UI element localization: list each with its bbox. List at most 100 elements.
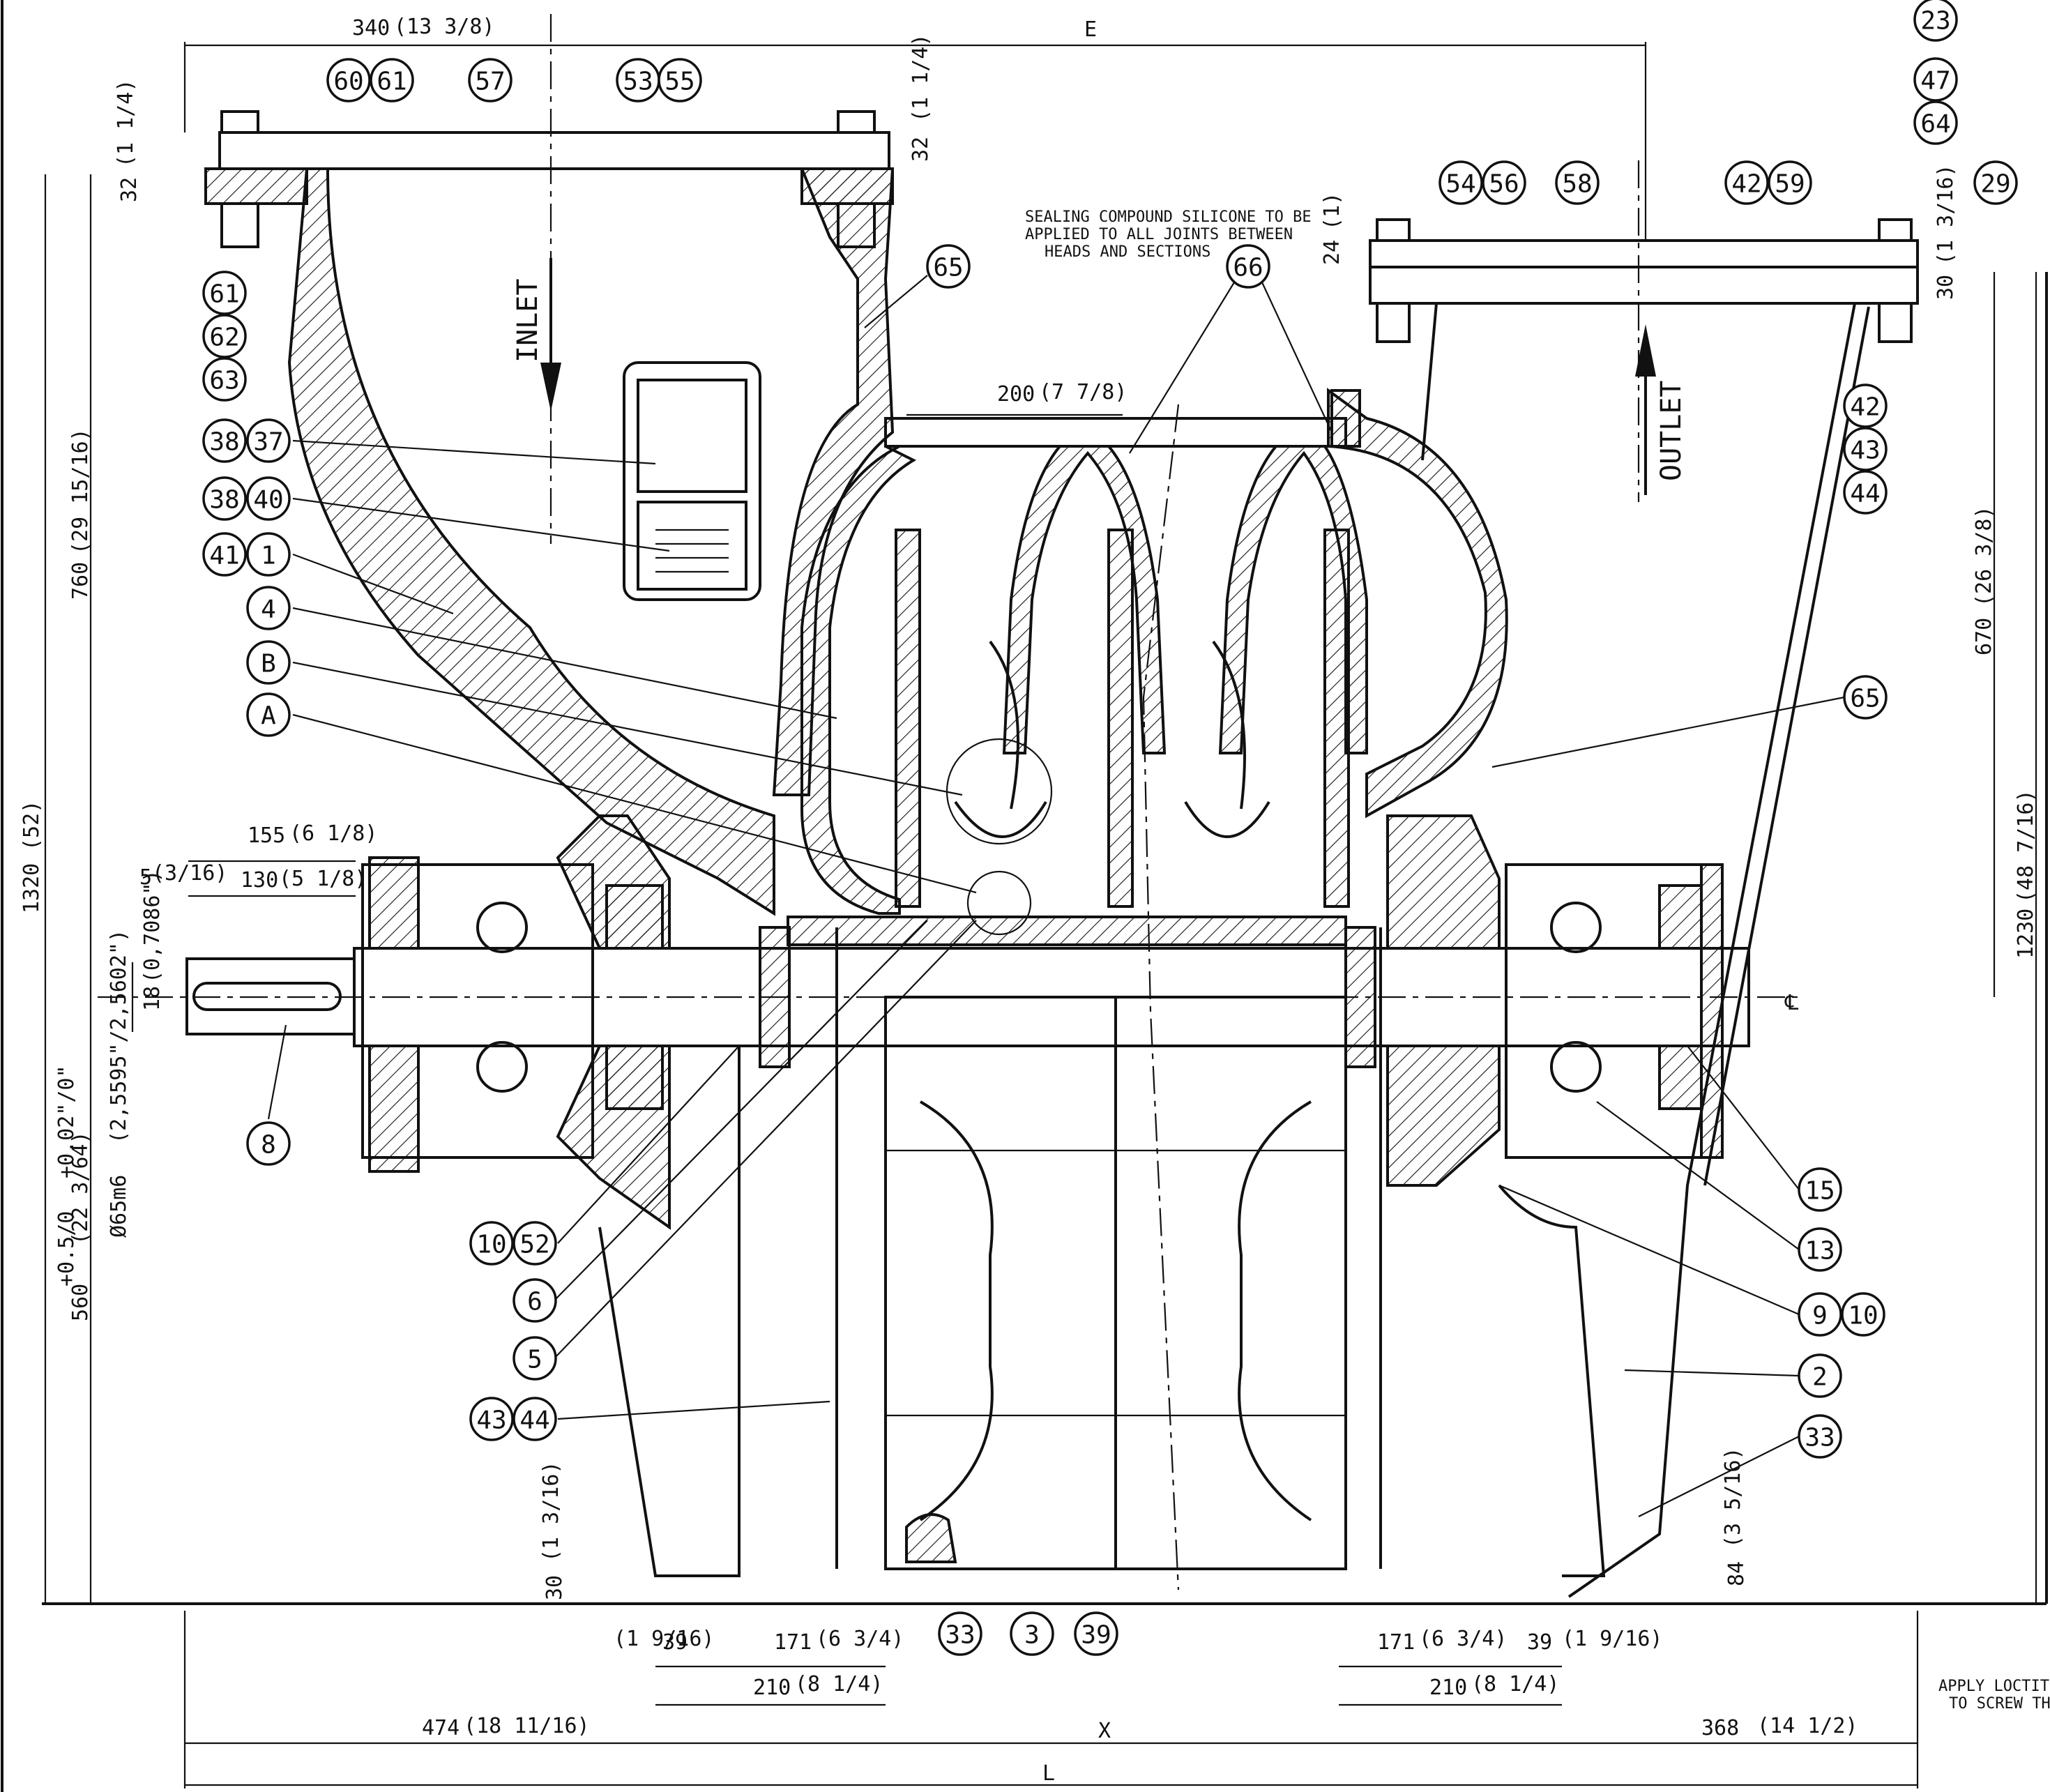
callout-circle [202,476,247,521]
callout-circle [512,1221,557,1266]
outlet-label: OUTLET [1655,381,1687,482]
callout-bubble: 43 [1843,427,1888,471]
callout-number: 10 [476,1231,506,1259]
callout-bubble: 42 [1724,160,1769,205]
text-labels: INLET OUTLET SEALING COMPOUND SILICONE T… [512,208,2050,1713]
dim-1230-in: (48 7/16) [2014,789,2038,903]
dim-right-24: 24 [1320,240,1344,265]
right-bearing-housing [1386,814,1724,1187]
dim-E: E [1084,17,1097,42]
sealing-note-line-2: APPLIED TO ALL JOINTS BETWEEN [1025,226,1293,243]
callout-number: 3 [1024,1621,1040,1650]
dim-210-right-in: (8 1/4) [1471,1672,1559,1696]
dim-670-in: (26 3/8) [1972,506,1996,607]
callout-circle [246,532,291,577]
callout-bubble: 38 [202,418,247,463]
callout-bubble: 53 [616,58,660,102]
callout-circle [1798,1353,1842,1398]
dim-39-right: 39 [1527,1630,1552,1655]
callout-bubble: 65 [1843,675,1888,720]
dim-1320-in: (52) [20,800,44,851]
callout-circle [246,640,291,685]
callout-circle [1768,160,1812,205]
inlet-label: INLET [512,279,544,363]
callout-number: 13 [1805,1237,1835,1266]
callout-circle [938,1611,982,1656]
callout-circle [202,418,247,463]
callout-bubble: 56 [1482,160,1526,205]
callout-bubble: 3 [1010,1611,1054,1656]
callout-bubble: 4 [246,586,291,630]
leader-lines [267,275,1845,1517]
callout-number: 15 [1805,1177,1835,1206]
dim-flange-32-in: (1 1/4) [909,34,933,122]
stage-casings [800,389,1368,936]
callout-bubble: 43 [469,1397,514,1441]
callout-number: 40 [253,486,283,515]
callout-bubble: 37 [246,418,291,463]
dim-84: 84 [1724,1561,1749,1586]
dim-368-in: (14 1/2) [1757,1714,1858,1738]
callout-circle [202,357,247,402]
callout-circle [512,1397,557,1441]
dim-18-in: (0,7086") [140,870,165,983]
callout-bubble: 55 [658,58,702,102]
callout-bubble: 62 [202,314,247,358]
dim-right-30: 30 [1934,275,1958,300]
callout-circle [202,532,247,577]
callout-circle [246,586,291,630]
dim-5-in: (3/16) [152,861,227,886]
lower-casing [42,927,2047,1605]
callout-number: 8 [261,1131,276,1160]
callout-circle [1973,160,2018,205]
callout-bubble: 44 [512,1397,557,1441]
callout-circle [1798,1414,1842,1459]
loctite-note-line-1: APPLY LOCTITE PA [1938,1678,2050,1695]
callout-bubble: 59 [1768,160,1812,205]
callout-circle [1438,160,1483,205]
callout-bubble: 2 [1798,1353,1842,1398]
callout-number: 65 [1850,685,1880,713]
callout-circle [202,314,247,358]
dim-171-right-in: (6 3/4) [1419,1627,1507,1651]
callout-circle [512,1278,557,1323]
callout-circle [246,1121,291,1166]
callout-circle [658,58,702,102]
callout-number: 42 [1850,393,1880,422]
callout-bubble: 57 [468,58,512,102]
callout-circle [512,1336,557,1381]
dim-39-right-in: (1 9/16) [1562,1627,1663,1651]
callout-number: 39 [1081,1621,1111,1650]
dim-shaft-dia-in: (2,5595"/2,5602") [107,929,131,1144]
callout-number: 61 [377,68,407,96]
loctite-note-line-2: TO SCREW TH [1949,1695,2050,1713]
callout-number: 10 [1848,1302,1878,1330]
callout-circle [468,58,512,102]
dim-155: 155 [248,823,285,848]
dim-shaft-dia: Ø65m6 [107,1175,131,1238]
callout-bubble: 6 [512,1278,557,1323]
callout-bubble: 64 [1913,100,1958,145]
callout-number: A [261,702,276,731]
callout-circle [202,271,247,315]
callout-bubble: 39 [1074,1611,1118,1656]
callout-number: 43 [1850,436,1880,465]
callout-circle [1798,1227,1842,1272]
callout-bubble: 10 [1841,1292,1885,1337]
callout-circle [1843,470,1888,515]
left-bearing-housing [361,814,671,1230]
callout-circle [1843,427,1888,471]
callout-circle [1724,160,1769,205]
dim-560-in: (22 3/64) [68,1131,93,1245]
dim-210-right: 210 [1429,1676,1467,1700]
callout-circle [326,58,371,102]
callout-circle [246,476,291,521]
dim-171-left: 171 [774,1630,812,1655]
outlet-flange [1369,218,1919,343]
callout-bubble: 40 [246,476,291,521]
callout-bubble: 65 [926,244,971,289]
dim-200-in: (7 7/8) [1039,380,1127,404]
callout-bubble: 60 [326,58,371,102]
flow-arrows [540,258,1656,495]
